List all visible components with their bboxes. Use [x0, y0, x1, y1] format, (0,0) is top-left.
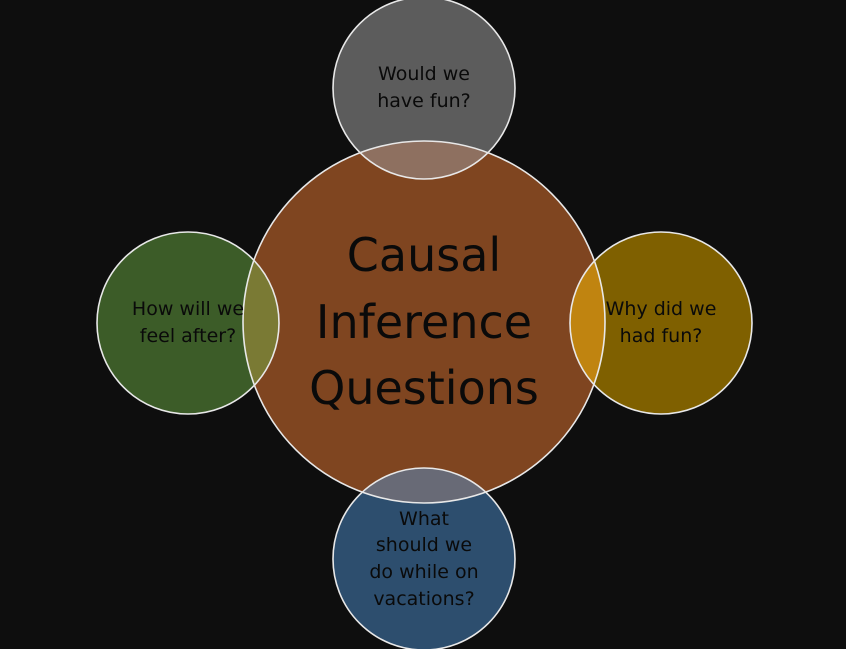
bottom-circle-outline — [332, 467, 516, 649]
left-circle — [97, 232, 279, 414]
top-circle — [333, 0, 515, 179]
bottom-circle-label: What should we do while on vacations? — [344, 494, 504, 624]
bottom-circle — [333, 468, 515, 649]
right-circle-text: Why did we had fun? — [605, 298, 717, 347]
right-circle-label: Why did we had fun? — [581, 258, 741, 388]
top-circle-outline — [332, 0, 516, 180]
left-circle-text: How will we feel after? — [131, 298, 245, 347]
top-circle-text: Would we have fun? — [377, 63, 471, 112]
left-circle-label: How will we feel after? — [108, 258, 268, 388]
bottom-circle-text: What should we do while on vacations? — [369, 507, 479, 610]
right-circle-outline — [569, 231, 753, 415]
right-circle — [570, 232, 752, 414]
top-circle-label: Would we have fun? — [344, 23, 504, 153]
center-label: Causal Inference Questions — [274, 212, 574, 432]
center-circle — [243, 141, 605, 503]
left-circle-outline — [96, 231, 280, 415]
center-circle-outline — [242, 140, 606, 504]
center-text: Causal Inference Questions — [309, 227, 539, 416]
